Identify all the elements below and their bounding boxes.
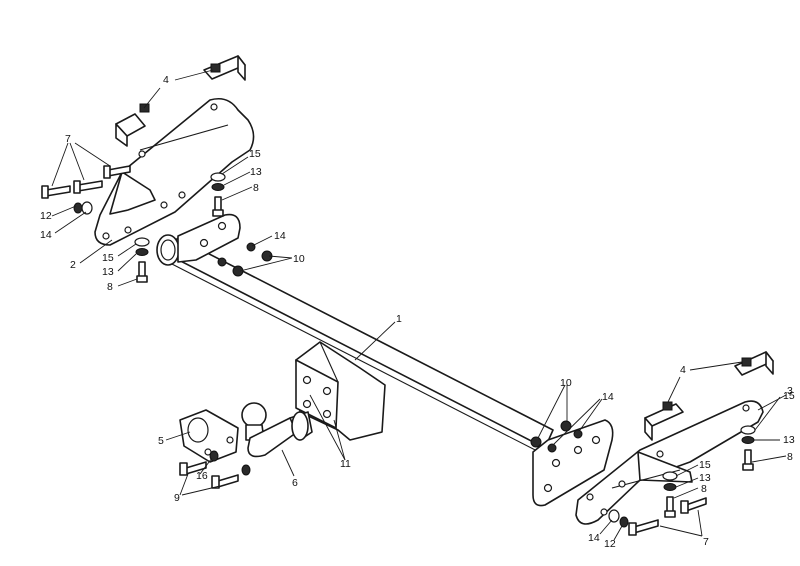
left-beam-flange (177, 213, 241, 263)
callout-14-right-lower: 14 (588, 532, 600, 544)
callout-1: 1 (396, 313, 402, 325)
callout-7-right: 7 (703, 536, 709, 548)
callout-14-right-upper: 14 (602, 391, 614, 403)
callout-15-left-upper: 15 (249, 148, 261, 160)
right-clamp-plate (644, 351, 774, 441)
socket-plate (179, 409, 239, 463)
callout-13-left-lower: 13 (102, 266, 114, 278)
callout-12-left: 12 (40, 210, 52, 222)
right-side-bracket (575, 400, 764, 525)
callout-6: 6 (292, 477, 298, 489)
callout-5: 5 (158, 435, 164, 447)
callout-14-left-lower: 14 (40, 229, 52, 241)
right-washers (608, 509, 629, 528)
callout-13-right-outer: 13 (783, 434, 795, 446)
callout-8-left-lower: 8 (107, 281, 113, 293)
hitch-mount-bracket (295, 341, 386, 441)
callout-labels: 1 2 3 4 4 5 6 7 7 8 8 8 8 9 10 10 11 12 … (40, 74, 795, 550)
callout-7-left: 7 (65, 133, 71, 145)
left-upper-bolt-assembly (210, 172, 226, 217)
callout-10-left: 10 (293, 253, 305, 265)
callout-11: 11 (340, 458, 351, 470)
left-nuts (217, 242, 273, 277)
callout-9: 9 (174, 492, 180, 504)
callout-8-left-upper: 8 (253, 182, 259, 194)
left-side-bracket (94, 97, 255, 246)
callout-3: 3 (787, 385, 793, 397)
callout-4-right: 4 (680, 364, 686, 376)
right-inner-bolt-assembly (662, 471, 678, 518)
callout-8-right-outer: 8 (787, 451, 793, 463)
socket-bolts (179, 450, 251, 489)
tow-ball (241, 402, 313, 458)
callout-10-right: 10 (560, 377, 572, 389)
callout-4-left: 4 (163, 74, 169, 86)
left-lower-bolt-assembly (134, 237, 150, 283)
callout-2: 2 (70, 259, 76, 271)
left-washers (73, 201, 93, 215)
callout-13-left-upper: 13 (250, 166, 262, 178)
left-bolts (41, 165, 131, 199)
callout-15-right-inner: 15 (699, 459, 711, 471)
callout-15-left-lower: 15 (102, 252, 114, 264)
callout-15-right-outer: 15 (783, 390, 795, 402)
right-nuts (530, 420, 583, 453)
callout-16: 16 (196, 470, 208, 482)
callout-13-right-inner: 13 (699, 472, 711, 484)
right-bolts (628, 497, 707, 536)
leader-lines (51, 69, 787, 541)
callout-14-left-upper: 14 (274, 230, 286, 242)
callout-12-right: 12 (604, 538, 616, 550)
right-beam-flange (532, 419, 614, 507)
right-outer-bolt-assembly (740, 425, 756, 471)
callout-8-right-inner: 8 (701, 483, 707, 495)
